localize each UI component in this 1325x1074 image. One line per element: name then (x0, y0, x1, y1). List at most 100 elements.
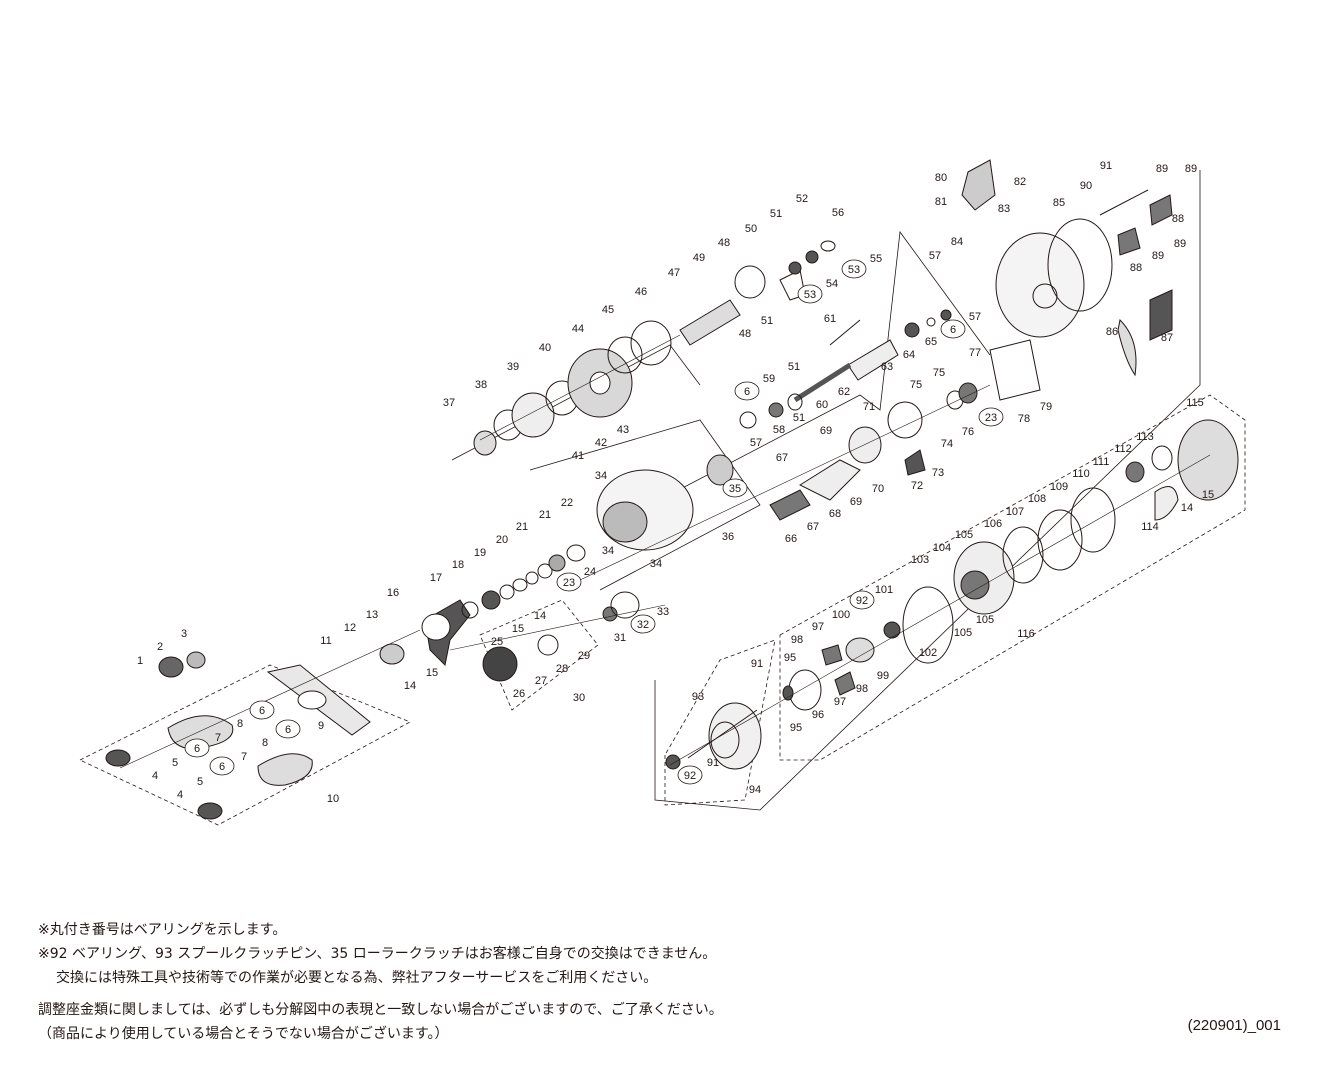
part-label: 93 (692, 691, 704, 703)
part-label: 15 (512, 623, 524, 635)
part-number: 87 (1161, 332, 1173, 344)
part-number: 91 (1100, 160, 1112, 172)
part-number: 42 (595, 437, 607, 449)
note-after-service: 交換には特殊工具や技術等での作業が必要となる為、弊社アフターサービスをご利用くだ… (56, 970, 658, 986)
note-bearing-legend: ※丸付き番号はベアリングを示します。 (38, 922, 287, 938)
part-number: 26 (513, 688, 525, 700)
part-number: 21 (539, 509, 551, 521)
part-label: 79 (1040, 401, 1052, 413)
part-number: 114 (1141, 521, 1159, 533)
part-label: 15 (1202, 489, 1214, 501)
part-label: 96 (812, 709, 824, 721)
part-label: 94 (749, 784, 761, 796)
part-number: 5 (197, 776, 203, 788)
part-label: 112 (1114, 443, 1132, 455)
part-label: 38 (475, 379, 487, 391)
part-label: 114 (1141, 521, 1159, 533)
part-label: 106 (984, 518, 1002, 530)
part-number: 16 (387, 587, 399, 599)
part-label: 88 (1172, 213, 1184, 225)
part-label: 110 (1072, 468, 1090, 480)
part-label: 83 (998, 203, 1010, 215)
part-number: 74 (941, 438, 953, 450)
part-label: 89 (1152, 250, 1164, 262)
part-label: 113 (1136, 431, 1154, 443)
part-number: 57 (750, 437, 762, 449)
part-label: 17 (430, 572, 442, 584)
part-label: 30 (573, 692, 585, 704)
part-label: 5 (197, 776, 203, 788)
part-label: 84 (951, 236, 963, 248)
part-label: 64 (903, 349, 915, 361)
part-label: 21 (516, 521, 528, 533)
part-number: 4 (177, 789, 183, 801)
part-label: 15 (426, 667, 438, 679)
part-number: 51 (788, 361, 800, 373)
part-label: 7 (215, 732, 221, 744)
axis-lines (119, 334, 1211, 769)
part-number: 6 (285, 724, 291, 736)
part-label: 68 (829, 508, 841, 520)
part-number: 70 (872, 483, 884, 495)
part-label: 31 (614, 632, 626, 644)
part-number: 34 (595, 470, 607, 482)
part-label: 10 (327, 793, 339, 805)
part-number: 6 (194, 743, 200, 755)
part-number: 28 (556, 663, 568, 675)
part-number: 83 (998, 203, 1010, 215)
bearing-part-label: 32 (630, 614, 656, 634)
part-label: 67 (776, 452, 788, 464)
part-number: 75 (933, 367, 945, 379)
frame-part (961, 159, 1173, 377)
part-number: 24 (584, 566, 596, 578)
exploded-parts-diagram: 1234455666677889101112131415161718192021… (79, 159, 1246, 826)
part-number: 58 (773, 424, 785, 436)
part-label: 97 (834, 696, 846, 708)
part-label: 70 (872, 483, 884, 495)
part-label: 12 (344, 622, 356, 634)
part-label: 58 (773, 424, 785, 436)
part-number: 64 (903, 349, 915, 361)
bearing-part-label: 92 (677, 765, 703, 785)
bearing-part-label: 6 (209, 756, 235, 776)
part-label: 107 (1006, 506, 1024, 518)
part-number: 88 (1130, 262, 1142, 274)
part-label: 100 (832, 609, 850, 621)
part-number: 89 (1185, 163, 1197, 175)
part-number: 82 (1014, 176, 1026, 188)
part-number: 34 (602, 545, 614, 557)
part-number: 43 (617, 424, 629, 436)
drive-shaft-part (679, 240, 836, 346)
part-number: 48 (718, 237, 730, 249)
part-number: 80 (935, 172, 947, 184)
part-number: 53 (848, 264, 860, 276)
part-number: 6 (219, 761, 225, 773)
part-number: 73 (932, 467, 944, 479)
part-label: 49 (693, 252, 705, 264)
part-number: 33 (657, 606, 669, 618)
part-number: 95 (784, 652, 796, 664)
part-label: 82 (1014, 176, 1026, 188)
part-number: 61 (824, 313, 836, 325)
part-label: 90 (1080, 180, 1092, 192)
part-label: 91 (751, 658, 763, 670)
spool-part (665, 621, 901, 770)
part-label: 60 (816, 399, 828, 411)
part-label: 8 (262, 737, 268, 749)
part-label: 4 (152, 770, 158, 782)
part-label: 26 (513, 688, 525, 700)
part-number: 35 (729, 483, 741, 495)
part-number: 101 (875, 584, 893, 596)
part-number: 96 (812, 709, 824, 721)
bearing-circle-icon (630, 614, 656, 634)
bearing-circle-icon (249, 700, 275, 720)
part-label: 50 (745, 223, 757, 235)
part-number: 41 (572, 450, 584, 462)
part-number: 113 (1136, 431, 1154, 443)
part-label: 44 (572, 323, 584, 335)
part-number: 102 (919, 647, 937, 659)
part-number: 45 (602, 304, 614, 316)
part-number: 9 (318, 720, 324, 732)
part-label: 41 (572, 450, 584, 462)
note-shims-detail: （商品により使用している場合とそうでない場合がございます。） (38, 1026, 449, 1042)
